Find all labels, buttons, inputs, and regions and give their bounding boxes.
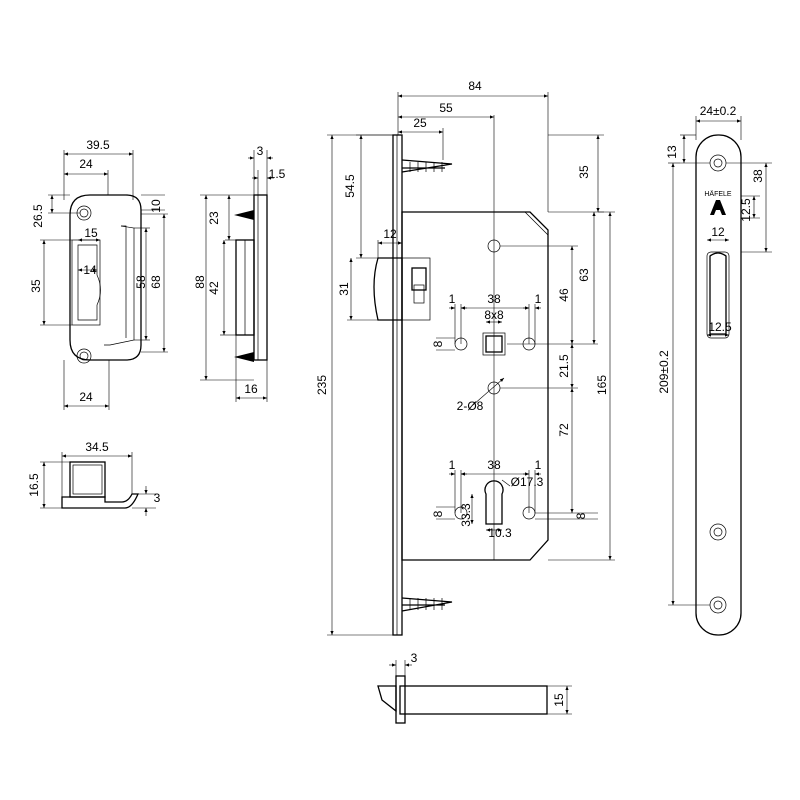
dim-forend-to-latch: 38	[751, 169, 765, 183]
dim-strike-opening-height: 35	[29, 279, 43, 293]
dim-forend-latch-gap: 12.5	[739, 198, 753, 222]
dim-handle-bolt-offset-right: 1	[535, 292, 542, 306]
dim-cyl-bolt-offset-right: 1	[535, 458, 542, 472]
dim-side-depth: 16	[244, 382, 258, 396]
dim-bottom-height: 16.5	[27, 473, 41, 497]
forend-front: HÄFELE 24±0.2 13 38 12.5 12 12.5 209±0.2	[657, 104, 772, 636]
dim-strike-bottom-width: 24	[79, 390, 93, 404]
dim-side-thickness: 3	[257, 144, 264, 158]
dim-strike-height-inner: 58	[134, 275, 148, 289]
dim-cylinder-hole-right: 8	[574, 512, 588, 519]
brand-wordmark: HÄFELE	[704, 190, 732, 198]
dim-strike-top-hole: 26.5	[31, 204, 45, 228]
dim-square-spindle: 8x8	[484, 308, 504, 322]
dim-centre-distance: 72	[557, 423, 571, 437]
dim-strike-height-outer: 68	[149, 275, 163, 289]
dim-side-flange: 1.5	[269, 167, 286, 181]
dim-cylinder-hole-left: 8	[431, 510, 445, 517]
dim-cyl-bolt-spacing: 38	[487, 458, 501, 472]
dim-strike-opening-width: 15	[84, 226, 98, 240]
dim-side-top: 23	[207, 211, 221, 225]
dim-fix-hole-dia: 2-Ø8	[457, 399, 484, 413]
dim-top-to-latch: 54.5	[343, 174, 357, 198]
dim-strike-opening-inner: 14	[83, 263, 97, 277]
dim-handle-hole: 8	[431, 340, 445, 347]
lock-bottom-view: 3 15	[377, 651, 572, 724]
dim-backset: 55	[439, 101, 453, 115]
dim-fix-holes: 21.5	[557, 354, 571, 378]
dim-top-to-body: 35	[577, 165, 591, 179]
dim-handle-bolt-offset-left: 1	[449, 292, 456, 306]
dim-bottom-plate: 3	[411, 651, 418, 665]
dim-strike-width: 39.5	[86, 138, 110, 152]
dim-forend-width: 24±0.2	[700, 104, 737, 118]
dim-latch-offset: 25	[413, 116, 427, 130]
dim-cylinder-height: 33.3	[459, 503, 473, 527]
dim-forend-latch-width: 12	[711, 225, 725, 239]
dim-side-inner-height: 42	[207, 281, 221, 295]
dim-bottom-length: 34.5	[85, 440, 109, 454]
dim-handle-to-latch: 46	[557, 288, 571, 302]
dim-cyl-bolt-offset-left: 1	[449, 458, 456, 472]
dim-total-height: 235	[315, 375, 329, 395]
dim-cylinder-dia: Ø17.3	[511, 475, 544, 489]
dim-latch-height: 31	[337, 282, 351, 296]
brand-logo-icon	[710, 200, 726, 215]
dim-total-depth: 84	[468, 79, 482, 93]
dim-strike-inner-width: 24	[79, 157, 93, 171]
dim-body-height: 165	[595, 375, 609, 395]
dim-latch-projection: 12	[383, 227, 397, 241]
dim-bottom-view-height: 15	[552, 693, 566, 707]
dim-cylinder-width: 10.3	[488, 526, 512, 540]
strike-plate-bottom: 34.5 16.5 3	[27, 440, 161, 516]
lock-body: 84 55 25 54.5 31 12 35 46 63 1 38	[315, 79, 615, 636]
strike-plate-side: 3 1.5 23 88 42 16	[193, 144, 286, 402]
dim-strike-edge: 10	[149, 199, 163, 213]
dim-forend-length: 209±0.2	[657, 350, 671, 394]
strike-plate-front: 39.5 24 10 26.5 15 35 14 58 68 24	[29, 138, 168, 410]
dim-side-outer-height: 88	[193, 275, 207, 289]
dim-handle-bolt-spacing: 38	[487, 292, 501, 306]
dim-forend-slot-width: 12.5	[708, 320, 732, 334]
dim-handle-height: 63	[577, 268, 591, 282]
dim-forend-top-hole: 13	[665, 145, 679, 159]
dim-bottom-flange: 3	[154, 491, 161, 505]
